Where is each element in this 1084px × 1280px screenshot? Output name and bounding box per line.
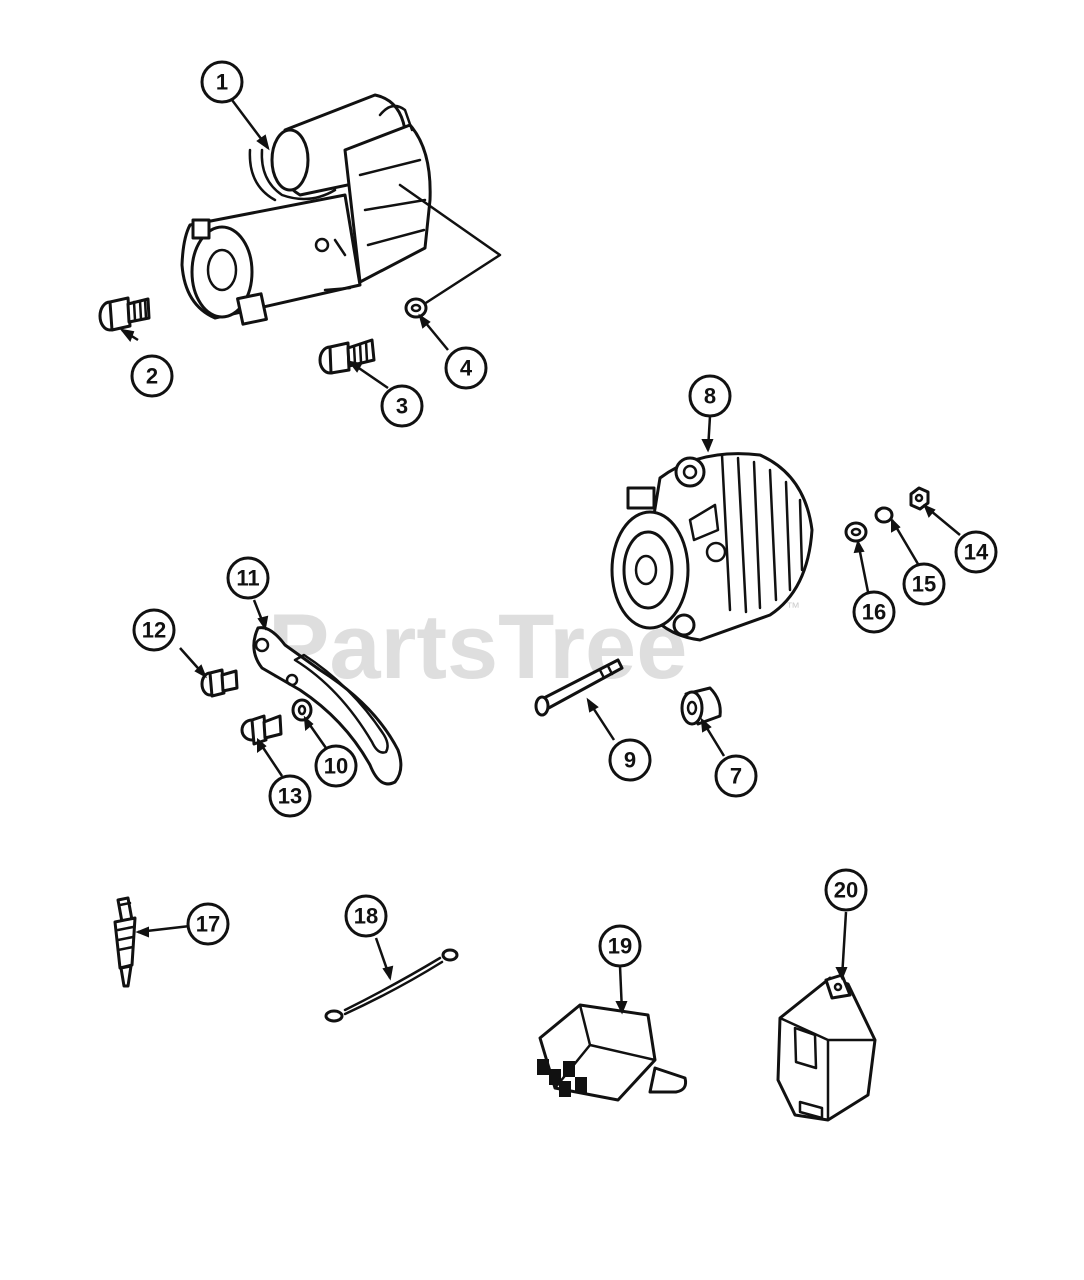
leader-lines [119,99,961,1015]
callout-label-10: 10 [324,754,348,779]
spacer-part-7[interactable] [680,686,722,726]
callout-18[interactable]: 18 [344,894,388,938]
callout-label-1: 1 [216,70,228,95]
callout-19[interactable]: 19 [598,924,642,968]
callout-label-14: 14 [964,540,989,565]
callout-label-2: 2 [146,364,158,389]
controller-part[interactable] [776,973,877,1122]
callout-label-7: 7 [730,764,742,789]
callout-label-18: 18 [354,904,378,929]
pivot-bolt-part-9[interactable] [534,658,624,717]
callout-10[interactable]: 10 [314,744,358,788]
callout-label-8: 8 [704,384,716,409]
callout-label-17: 17 [196,912,220,937]
callout-label-9: 9 [624,748,636,773]
callout-label-4: 4 [460,356,473,381]
callout-label-13: 13 [278,784,302,809]
callout-20[interactable]: 20 [824,868,868,912]
alternator-part[interactable] [610,452,814,642]
bolt-part-2[interactable] [98,296,151,332]
bolt-part-3[interactable] [318,338,376,375]
bolt-part-12[interactable] [200,668,239,698]
glow-plug-part[interactable] [113,896,137,988]
callout-label-16: 16 [862,600,886,625]
washer-part-16[interactable] [844,521,868,543]
lock-washer-part-4[interactable] [404,297,428,319]
callout-1[interactable]: 1 [200,60,244,104]
callout-label-3: 3 [396,394,408,419]
callout-9[interactable]: 9 [608,738,652,782]
adjusting-bracket-part[interactable] [252,626,403,786]
callout-12[interactable]: 12 [132,608,176,652]
callout-16[interactable]: 16 [852,590,896,634]
watermark-trademark: ™ [786,599,800,615]
callout-8[interactable]: 8 [688,374,732,418]
callout-label-15: 15 [912,572,936,597]
nut-part-14[interactable] [909,486,930,511]
relay-part[interactable] [537,1003,688,1102]
starter-motor-part[interactable] [180,93,502,326]
washer-part-10[interactable] [291,698,313,722]
callout-label-12: 12 [142,618,166,643]
bolt-part-13[interactable] [240,714,283,746]
callout-label-11: 11 [236,566,259,591]
lock-washer-part-15[interactable] [874,506,894,524]
callout-15[interactable]: 15 [902,562,946,606]
callout-11[interactable]: 11 [226,556,270,600]
callout-4[interactable]: 4 [444,346,488,390]
callout-13[interactable]: 13 [268,774,312,818]
callout-14[interactable]: 14 [954,530,998,574]
callout-17[interactable]: 17 [186,902,230,946]
callout-3[interactable]: 3 [380,384,424,428]
callout-label-20: 20 [834,878,858,903]
callout-label-19: 19 [608,934,632,959]
callout-7[interactable]: 7 [714,754,758,798]
callout-2[interactable]: 2 [130,354,174,398]
wire-lead-part[interactable] [324,948,459,1023]
